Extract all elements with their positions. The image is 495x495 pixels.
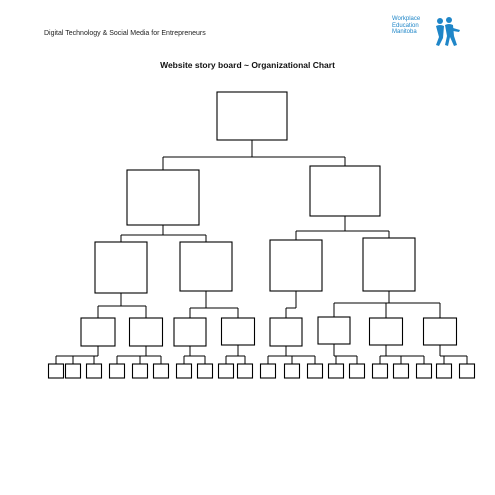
- chart-title: Website story board ~ Organizational Cha…: [160, 60, 335, 70]
- people-figures-icon: [436, 17, 460, 46]
- org-box-level4: [306, 363, 324, 379]
- org-box-level4: [458, 363, 476, 379]
- org-box-level4: [435, 363, 453, 379]
- logo-text: Workplace Education Manitoba: [392, 16, 420, 36]
- logo-line-2: Education: [392, 22, 419, 29]
- org-box-level4: [131, 363, 149, 379]
- logo-line-1: Workplace: [392, 16, 421, 22]
- org-box-level4: [108, 363, 126, 379]
- org-box-level3: [269, 317, 303, 347]
- course-title: Digital Technology & Social Media for En…: [44, 30, 206, 37]
- org-box-level4: [259, 363, 277, 379]
- org-box-level4: [371, 363, 389, 379]
- org-box-level2: [269, 239, 323, 292]
- org-box-level1: [309, 165, 381, 217]
- org-box-level3: [80, 317, 116, 347]
- org-box-level3: [368, 317, 404, 346]
- org-box-level4: [47, 363, 65, 379]
- org-box-level4: [236, 363, 254, 379]
- org-box-level4: [175, 363, 193, 379]
- logo-line-3: Manitoba: [392, 29, 417, 35]
- org-box-level4: [392, 363, 410, 379]
- org-box-level2: [94, 241, 148, 294]
- org-box-level3: [128, 317, 164, 347]
- org-box-level1: [126, 169, 200, 226]
- org-box-level4: [196, 363, 214, 379]
- org-box-level4: [152, 363, 170, 379]
- org-box-level3: [173, 317, 207, 347]
- org-box-level4: [217, 363, 235, 379]
- workplace-education-manitoba-logo: Workplace Education Manitoba: [392, 16, 462, 48]
- org-box-level2: [362, 237, 416, 292]
- org-box-level3: [422, 317, 458, 346]
- org-box-level4: [283, 363, 301, 379]
- org-box-level3: [317, 316, 351, 345]
- org-box-level4: [85, 363, 103, 379]
- org-box-level4: [348, 363, 366, 379]
- org-box-level4: [64, 363, 82, 379]
- org-box-level2: [179, 241, 233, 292]
- org-box-level4: [327, 363, 345, 379]
- org-box-level4: [415, 363, 433, 379]
- org-box-root: [216, 91, 288, 141]
- org-box-level3: [220, 317, 256, 346]
